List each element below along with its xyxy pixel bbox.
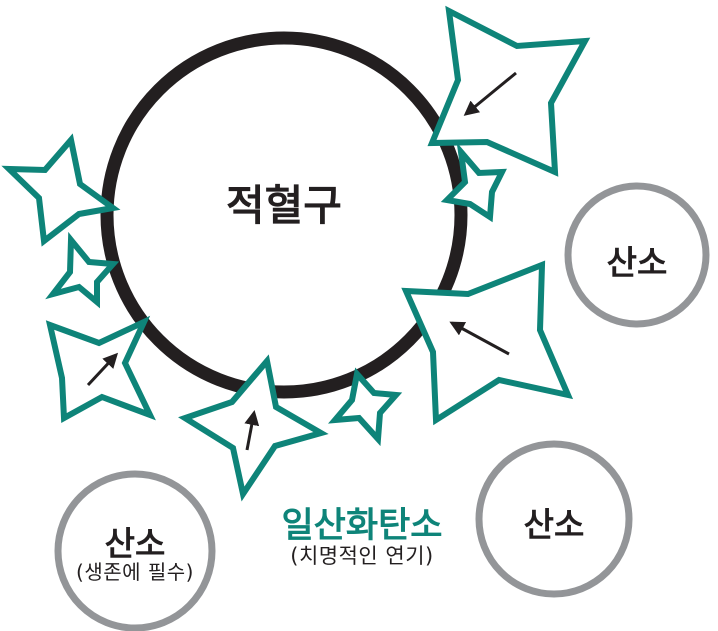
- oxygen-note-bottom-left: (생존에 필수): [76, 560, 194, 584]
- carbon-monoxide-note: (치명적인 연기): [290, 544, 434, 568]
- arrow-left: [86, 352, 119, 387]
- oxygen-label-bottom-right: 산소: [523, 505, 585, 544]
- co-star-large-top-right: [427, 5, 591, 177]
- arrow-top-right: [463, 71, 517, 116]
- oxygen-circle-right: [564, 182, 710, 328]
- oxygen-label-bottom-left: 산소: [104, 524, 166, 563]
- red-blood-cell-circle: [100, 31, 468, 399]
- arrow-bottom: [244, 410, 260, 451]
- co-star-small-right: [440, 142, 507, 223]
- red-blood-cell-label: 적혈구: [226, 181, 342, 230]
- arrow-right: [449, 321, 510, 356]
- oxygen-circle-bottom-right: [475, 440, 633, 598]
- co-star-left-middle: [45, 231, 120, 309]
- co-star-medium-bottom-right: [328, 367, 403, 447]
- oxygen-circle-bottom-left: [54, 470, 216, 631]
- carbon-monoxide-label: 일산화탄소: [281, 506, 443, 546]
- co-star-large-bottom: [178, 354, 329, 502]
- co-star-left-top: [1, 133, 121, 247]
- oxygen-label-right: 산소: [606, 243, 668, 282]
